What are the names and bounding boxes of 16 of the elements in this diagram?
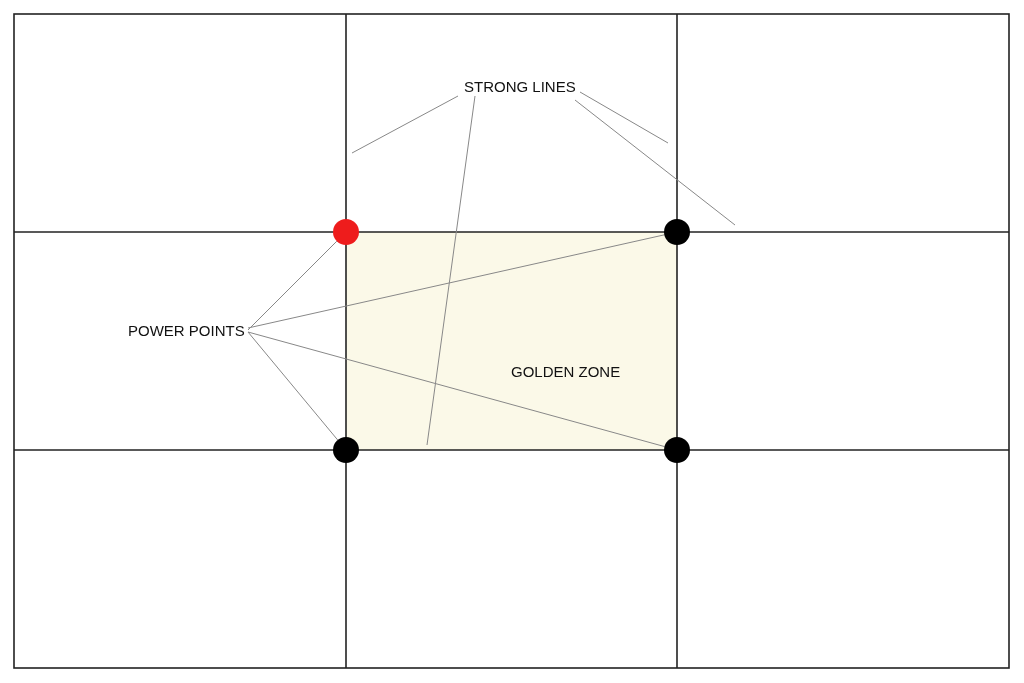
leader-line (579, 91, 669, 144)
leader-line (247, 331, 339, 441)
leader-line (247, 331, 665, 448)
leader-line (351, 95, 459, 154)
power-point-dot (333, 437, 359, 463)
golden-zone-area (346, 232, 677, 450)
leader-line (574, 99, 736, 226)
power-point-dot (664, 219, 690, 245)
callout-label: STRONG LINES (464, 78, 576, 96)
callout-label: POWER POINTS (128, 322, 245, 340)
leader-line (426, 95, 476, 446)
leader-line (247, 234, 665, 329)
power-point-dot (333, 219, 359, 245)
zone-label: GOLDEN ZONE (511, 363, 621, 381)
power-point-dot (664, 437, 690, 463)
leader-line (247, 240, 338, 331)
